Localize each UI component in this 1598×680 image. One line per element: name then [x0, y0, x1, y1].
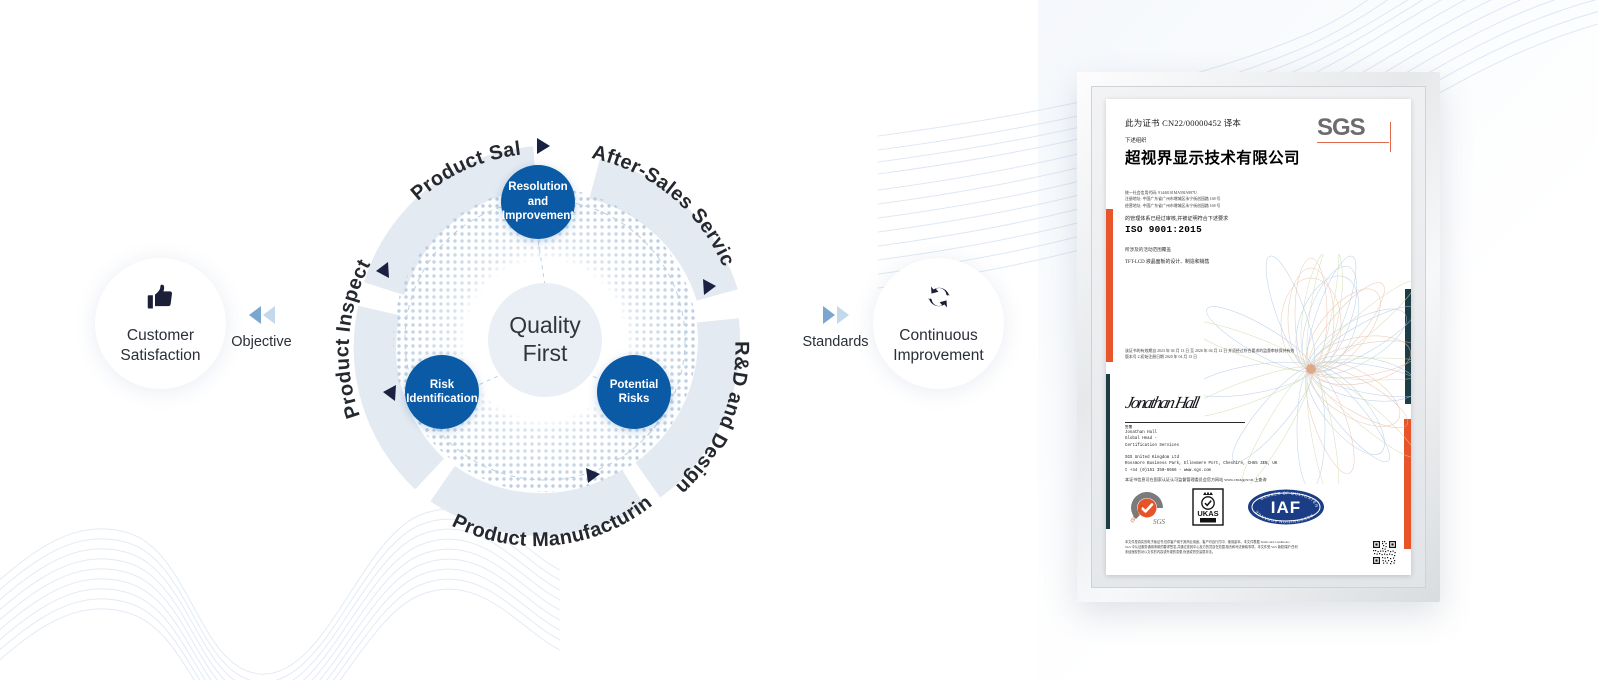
wheel-center-hub: Quality First: [488, 283, 602, 397]
registration-line: 注册地址: 中国广东省广州市增城区永宁街创园路 168 号: [1125, 197, 1221, 202]
certificate-header-block: 此为证书 CN22/00000452 译本 下述组织 超视界显示技术有限公司 统…: [1125, 117, 1395, 265]
node-customer-satisfaction[interactable]: Customer Satisfaction: [95, 258, 226, 389]
node-risk-identification[interactable]: Risk Identification: [405, 355, 479, 429]
arrow-objective: Objective: [215, 305, 308, 350]
refresh-cycle-icon: [924, 282, 954, 317]
node-potential-risks[interactable]: Potential Risks: [597, 355, 671, 429]
sgs-logo-rule-horizontal: [1317, 142, 1389, 143]
sgs-logo-text: SGS: [1317, 114, 1366, 141]
certificate-scope-intro: 的管理体系已经过审核,并被证明符合下述要求: [1125, 215, 1229, 222]
node-potential-risks-label: Potential Risks: [609, 378, 659, 405]
node-continuous-improvement[interactable]: Continuous Improvement: [873, 258, 1004, 389]
signatory-line: Global Head -: [1125, 437, 1157, 442]
registration-line: 经营地址: 中国广东省广州市增城区永宁街创园路 168 号: [1125, 203, 1221, 208]
fine-print-line: 未经授权的对以文件的内容或外观的变更,伪造或冒充皆属非法。: [1125, 550, 1216, 555]
accent-bar-orange-right: [1404, 419, 1411, 549]
iso-certificate[interactable]: SGS 此为证书 CN22/00000452 译本 下述组织 超视界显示技术有限…: [1077, 72, 1440, 602]
accent-bar-teal-left: [1106, 374, 1110, 529]
arrow-standards: Standards: [789, 305, 882, 350]
double-chevron-left-icon: [248, 306, 275, 324]
certificate-fine-print: 本文件是真实的电子版证书,仅供客户用于其商业用途。客户可自行打印、使用副本。本文…: [1125, 540, 1365, 556]
validity-line: 该证书的有效期自 2023 年 04 月 13 日 至 2026 年 04 月 …: [1125, 349, 1295, 353]
node-continuous-improvement-label: Continuous Improvement: [893, 326, 984, 364]
certificate-activity-intro: 所涉及的活动范围覆盖: [1125, 246, 1171, 252]
certificate-paper: SGS 此为证书 CN22/00000452 译本 下述组织 超视界显示技术有限…: [1106, 99, 1411, 575]
arrow-objective-label: Objective: [231, 334, 292, 350]
wheel-center-label: Quality First: [509, 312, 581, 366]
node-resolution-and-improvement-label: Resolution and Improvement: [501, 181, 575, 223]
thumbs-up-icon: [146, 282, 176, 317]
certificate-validity-block: 该证书的有效期自 2023 年 04 月 13 日 至 2026 年 04 月 …: [1125, 348, 1371, 361]
validity-line: 版本号 2,初始注册日期 2020 年 04 月 13 日: [1125, 355, 1197, 360]
node-customer-satisfaction-label: Customer Satisfaction: [120, 326, 201, 364]
svg-text:UKAS: UKAS: [1197, 509, 1218, 518]
sgs-check-logo: ISO 9001 SGS: [1130, 492, 1166, 526]
issuer-address-block: SGS United Kingdom Ltd Rossmore Business…: [1125, 455, 1310, 474]
fine-print-line: 本文件是真实的电子版证书,仅供客户用于其商业用途。客户可自行打印、使用副本。本文…: [1125, 540, 1291, 544]
fine-print-line: SGS 中认证服务通用条款的要求签发,并通过查其中心及方的员自在范围,相责和司法…: [1125, 545, 1298, 550]
qr-code-icon: [1372, 540, 1397, 565]
quality-process-wheel: After-Sales Service R&D and Design Produ…: [305, 105, 785, 575]
signatory-line: Certification Services: [1125, 443, 1180, 448]
certificate-company-name: 超视界显示技术有限公司: [1125, 150, 1300, 167]
certificate-frame: SGS 此为证书 CN22/00000452 译本 下述组织 超视界显示技术有限…: [1077, 72, 1440, 602]
signature-label-cn: 签署: [1125, 425, 1133, 429]
signature-rule: [1125, 422, 1245, 423]
arrow-standards-label: Standards: [802, 334, 869, 350]
certificate-cnca-note: 本证书信息可在国家认证认可监督管理委员会官方网站 www.cnca.gov.cn…: [1125, 477, 1267, 482]
issuer-address-line: Rossmore Business Park, Ellesmere Port, …: [1125, 462, 1278, 467]
wheel-dashed-guide: [404, 199, 686, 481]
node-resolution-and-improvement[interactable]: Resolution and Improvement: [501, 165, 575, 239]
certificate-registration-block: 统一社会信用代码: 91440101MA59JA987U 注册地址: 中国广东省…: [1125, 190, 1395, 209]
accreditation-logos: ISO 9001 SGS UKAS: [1124, 488, 1326, 526]
signature-mark: Jonathan Hall: [1123, 393, 1200, 412]
accent-bar-orange-left: [1106, 209, 1113, 362]
ukas-management-systems-logo: UKAS: [1192, 488, 1224, 526]
double-chevron-right-icon: [822, 306, 849, 324]
iaf-logo: MEMBER OF MULTILATERAL RECOGNITION ARRAN…: [1246, 488, 1324, 525]
issuer-address-line: t +44 (0)151 350-6666 - www.sgs.com: [1125, 468, 1211, 473]
registration-line: 统一社会信用代码: 91440101MA59JA987U: [1125, 191, 1197, 195]
certificate-org-intro: 下述组织: [1125, 138, 1147, 144]
sgs-logo: SGS: [1317, 114, 1395, 152]
node-risk-identification-label: Risk Identification: [406, 378, 478, 405]
certificate-reference: 此为证书 CN22/00000452 译本: [1125, 118, 1242, 128]
certificate-activity-scope: TFT-LCD 液晶面板的设计、制造和销售: [1125, 259, 1210, 265]
certificate-signature-block: Jonathan Hall 签署 Jonathan Hall Global He…: [1123, 393, 1310, 474]
wheel-flow-arrowheads: [376, 138, 716, 483]
svg-text:SGS: SGS: [1153, 518, 1166, 526]
sgs-logo-rule-vertical: [1390, 122, 1391, 152]
certificate-standard: ISO 9001:2015: [1125, 223, 1203, 235]
issuer-address-line: SGS United Kingdom Ltd: [1125, 456, 1180, 461]
accent-bar-teal-right: [1405, 289, 1411, 404]
signatory-line: Jonathan Hall: [1125, 431, 1157, 435]
svg-text:IAF: IAF: [1271, 498, 1301, 517]
